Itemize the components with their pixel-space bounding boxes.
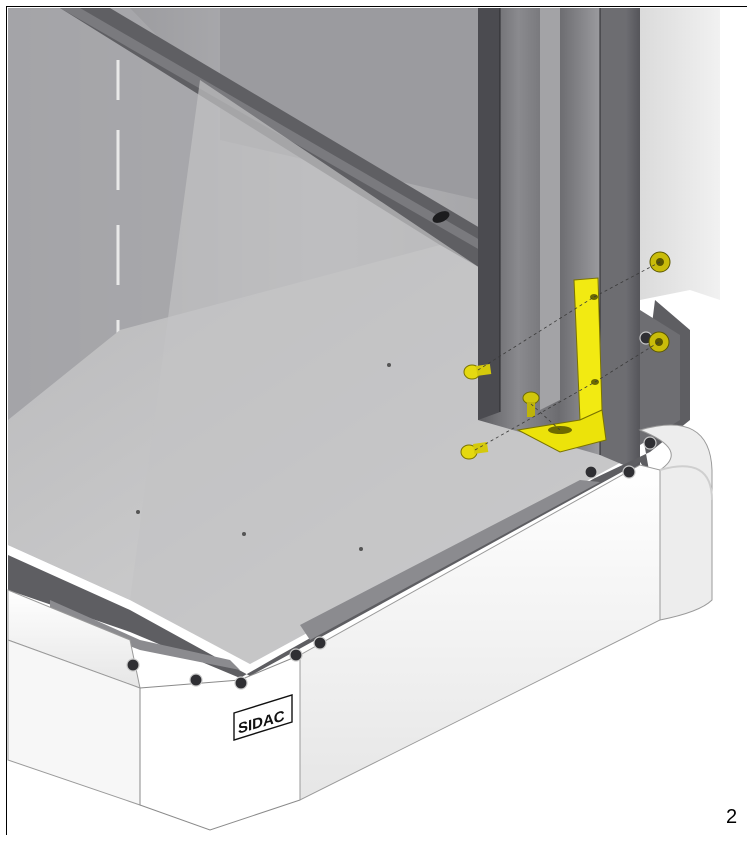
page-number: 2: [726, 806, 738, 828]
corner-post: [478, 8, 640, 470]
brand-plate: SIDAC: [233, 694, 293, 741]
side-panel: [630, 8, 720, 300]
assembly-guide-lines: [474, 261, 661, 451]
frame-bolts: [126, 331, 657, 690]
corner-bracket: [516, 277, 607, 453]
bolt-lower: [460, 442, 489, 460]
plinth: [7, 424, 713, 831]
page-frame: [6, 6, 747, 835]
bolt-upper: [463, 364, 492, 380]
nut-lower: [648, 331, 670, 353]
